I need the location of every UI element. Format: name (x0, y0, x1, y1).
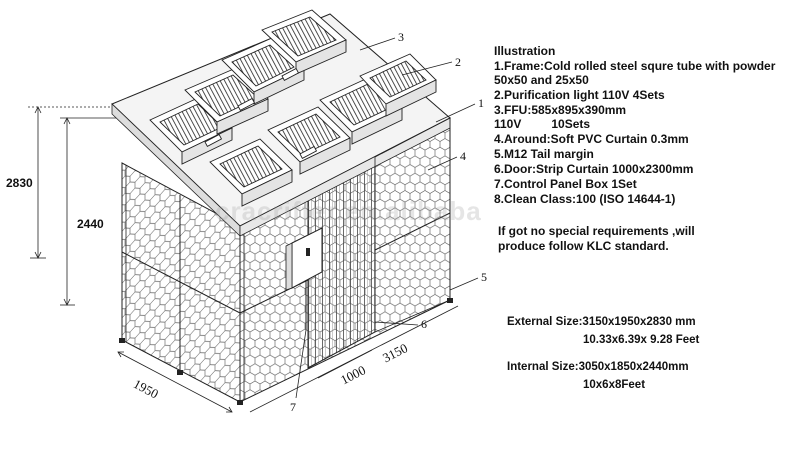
internal-size-label: Internal Size:3050x1850x2440mm (507, 361, 689, 373)
note-line-2: produce follow KLC standard. (498, 239, 669, 253)
callout-5: 5 (481, 270, 487, 284)
illustration-line-6: 4.Around:Soft PVC Curtain 0.3mm (494, 132, 689, 146)
left-side-wall (121, 162, 241, 403)
dimension-1950 (117, 351, 233, 413)
external-size-caption: External Size: (507, 316, 583, 328)
ffu-units (149, 9, 437, 207)
illustration-line-1: 1.Frame:Cold rolled steel squre tube wit… (494, 59, 776, 73)
internal-size-value: 3050x1850x2440mm (578, 361, 689, 373)
external-size-feet: 10.33x6.39x 9.28 Feet (583, 334, 700, 346)
note-line-1: If got no special requirements ,will (498, 224, 695, 238)
callout-6: 6 (421, 317, 427, 331)
control-panel-box (285, 227, 323, 330)
internal-size-feet: 10x6x8Feet (583, 379, 646, 391)
illustration-line-2: 50x50 and 25x50 (494, 73, 589, 87)
illustration-line-5: 110V 10Sets (494, 117, 591, 131)
watermark: cracrifter.en.alibaba (215, 196, 482, 226)
illustration-line-4: 3.FFU:585x895x390mm (494, 103, 627, 117)
front-wall (239, 117, 451, 403)
illustration-line-3: 2.Purification light 110V 4Sets (494, 88, 665, 102)
illustration-line-10: 8.Clean Class:100 (ISO 14644-1) (494, 192, 676, 206)
leader-lines (295, 37, 479, 399)
callout-2: 2 (455, 55, 461, 69)
dim-label-total-height: 2830 (6, 176, 33, 190)
external-size-label: External Size:3150x1950x2830 mm (507, 316, 696, 328)
callout-3: 3 (398, 30, 404, 44)
internal-size-caption: Internal Size: (507, 361, 579, 373)
illustration-line-8: 6.Door:Strip Curtain 1000x2300mm (494, 162, 694, 176)
ceiling-deck (111, 13, 451, 237)
external-size-value: 3150x1950x2830 mm (582, 316, 696, 328)
callout-7: 7 (290, 400, 296, 414)
illustration-title: Illustration (494, 44, 556, 58)
callout-1: 1 (478, 96, 484, 110)
feet (119, 298, 453, 405)
illustration-line-7: 5.M12 Tail margin (494, 147, 594, 161)
dim-label-inner-height: 2440 (77, 217, 104, 231)
dimension-2830 (28, 106, 112, 259)
dimension-3150 (249, 305, 459, 413)
dimension-2440 (60, 117, 122, 306)
illustration-line-9: 7.Control Panel Box 1Set (494, 177, 637, 191)
callout-4: 4 (460, 149, 466, 163)
